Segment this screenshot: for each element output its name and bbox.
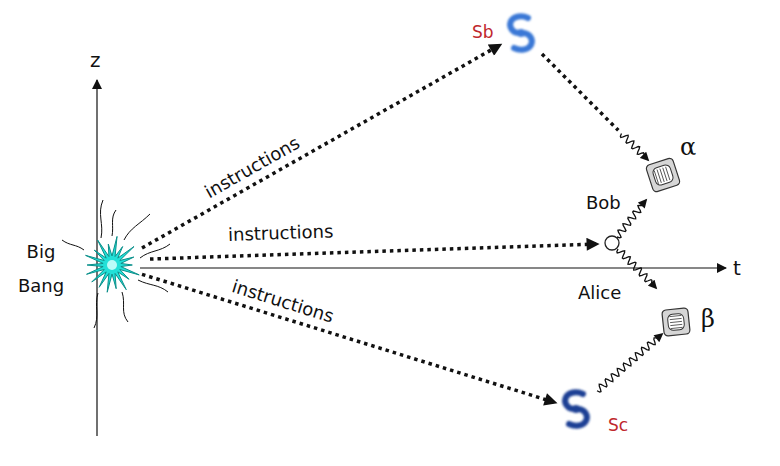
detector-node: α <box>648 160 678 190</box>
detector <box>662 308 691 337</box>
photon-arrow <box>542 54 648 160</box>
wavy-path <box>620 134 648 161</box>
detector-body <box>645 157 680 192</box>
node-label: α <box>680 133 696 161</box>
detector-node: β <box>662 308 690 336</box>
instruction-arrow <box>142 274 555 402</box>
dotted-path <box>142 274 555 402</box>
scribble <box>112 210 116 236</box>
node-label: Sb <box>472 22 494 42</box>
detector-grid <box>670 321 682 322</box>
photon-arrow <box>597 334 662 392</box>
node-shape <box>648 160 678 190</box>
dotted-path <box>542 54 618 130</box>
big-bang-node: Big Bang <box>82 235 142 295</box>
scribble <box>122 292 128 322</box>
node-shape <box>662 308 690 336</box>
photon-arrows <box>617 200 656 288</box>
layout <box>62 80 726 436</box>
node-shape <box>82 235 142 295</box>
detector-grid <box>670 324 682 325</box>
axis-label: t <box>733 256 741 280</box>
galaxy-node: Sc <box>555 388 597 430</box>
arrow-label: instructions <box>230 276 337 327</box>
axis-label: z <box>90 48 101 72</box>
scribble <box>94 293 98 328</box>
spiral-galaxy <box>510 16 532 49</box>
scribble <box>100 200 103 238</box>
detector-grid <box>670 318 682 319</box>
photon-arrow <box>617 249 656 288</box>
node-shape <box>555 388 597 430</box>
galaxy-core <box>572 405 580 413</box>
scribble <box>124 214 150 240</box>
starburst-core <box>107 260 117 270</box>
dotted-path <box>142 45 500 248</box>
galaxy-node: Sb <box>500 12 542 54</box>
detector-window <box>667 313 685 331</box>
connectors <box>142 45 662 403</box>
particle-label: Alice <box>578 282 621 303</box>
detector-window <box>652 164 675 187</box>
detector-grid <box>666 167 670 180</box>
instruction-arrow <box>150 244 597 259</box>
node-label: β <box>701 305 715 333</box>
particle-label: Bob <box>586 192 621 213</box>
arrow-label: instructions <box>228 220 334 245</box>
starburst <box>86 236 140 292</box>
node-label: Sc <box>608 415 628 435</box>
detector <box>645 157 680 192</box>
wavy-path <box>597 334 662 392</box>
instruction-arrow <box>142 45 500 248</box>
galaxy-core <box>517 29 525 37</box>
photon-arrow <box>617 200 646 238</box>
detector-grid <box>671 327 683 328</box>
detector-body <box>662 308 691 337</box>
bang-scribbles <box>62 200 170 328</box>
scribble <box>62 240 84 250</box>
detector-grid <box>669 315 681 316</box>
node-label: Big Bang <box>10 235 72 303</box>
spiral-galaxy <box>565 392 587 425</box>
node-shape <box>500 12 542 54</box>
particle-source <box>605 236 619 250</box>
